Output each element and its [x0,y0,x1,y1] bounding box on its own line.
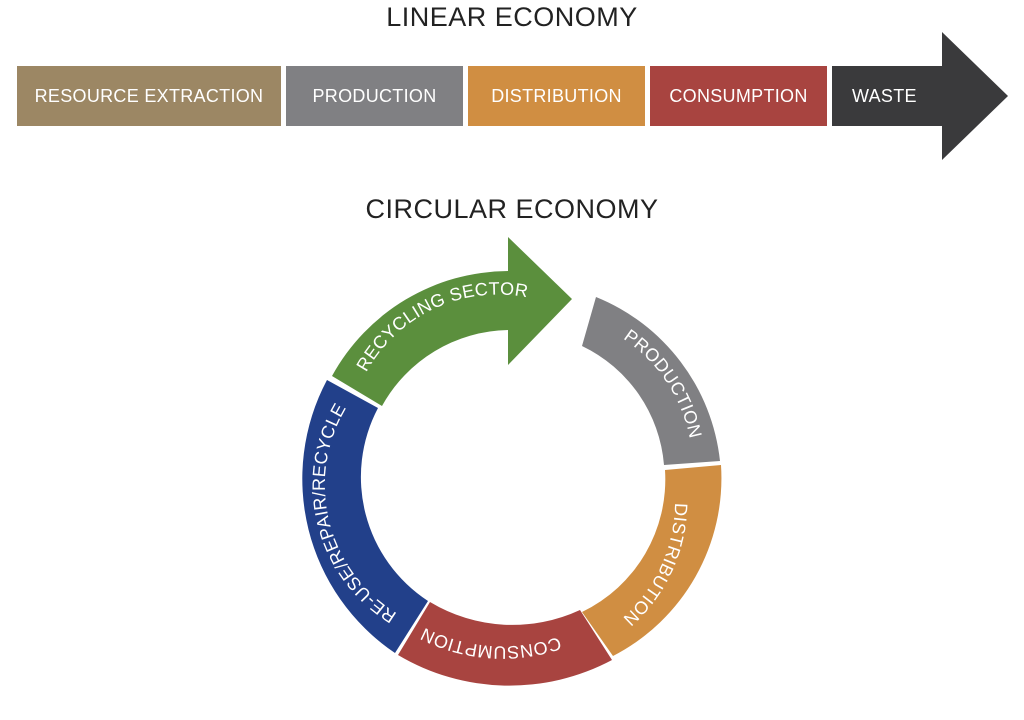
circular-economy-title: CIRCULAR ECONOMY [365,194,659,224]
segment-recycling-sector: RECYCLING SECTOR [332,237,572,406]
segment-re-use-repair-recycle: RE-USE/REPAIR/RECYCLE [302,380,428,653]
linear-stage-waste: WASTE [852,85,917,106]
waste-arrow-icon [832,32,1008,160]
linear-stage-resource-extraction: RESOURCE EXTRACTION [17,66,281,126]
segment-consumption: CONSUMPTION [398,602,612,686]
linear-flow: RESOURCE EXTRACTION PRODUCTION DISTRIBUT… [0,0,1024,180]
linear-stage-consumption: CONSUMPTION [650,66,827,126]
linear-stage-distribution: DISTRIBUTION [468,66,645,126]
segment-production: PRODUCTION [582,297,720,465]
linear-stage-production: PRODUCTION [286,66,463,126]
linear-economy-title: LINEAR ECONOMY [386,2,638,32]
segment-distribution: DISTRIBUTION [582,465,722,656]
